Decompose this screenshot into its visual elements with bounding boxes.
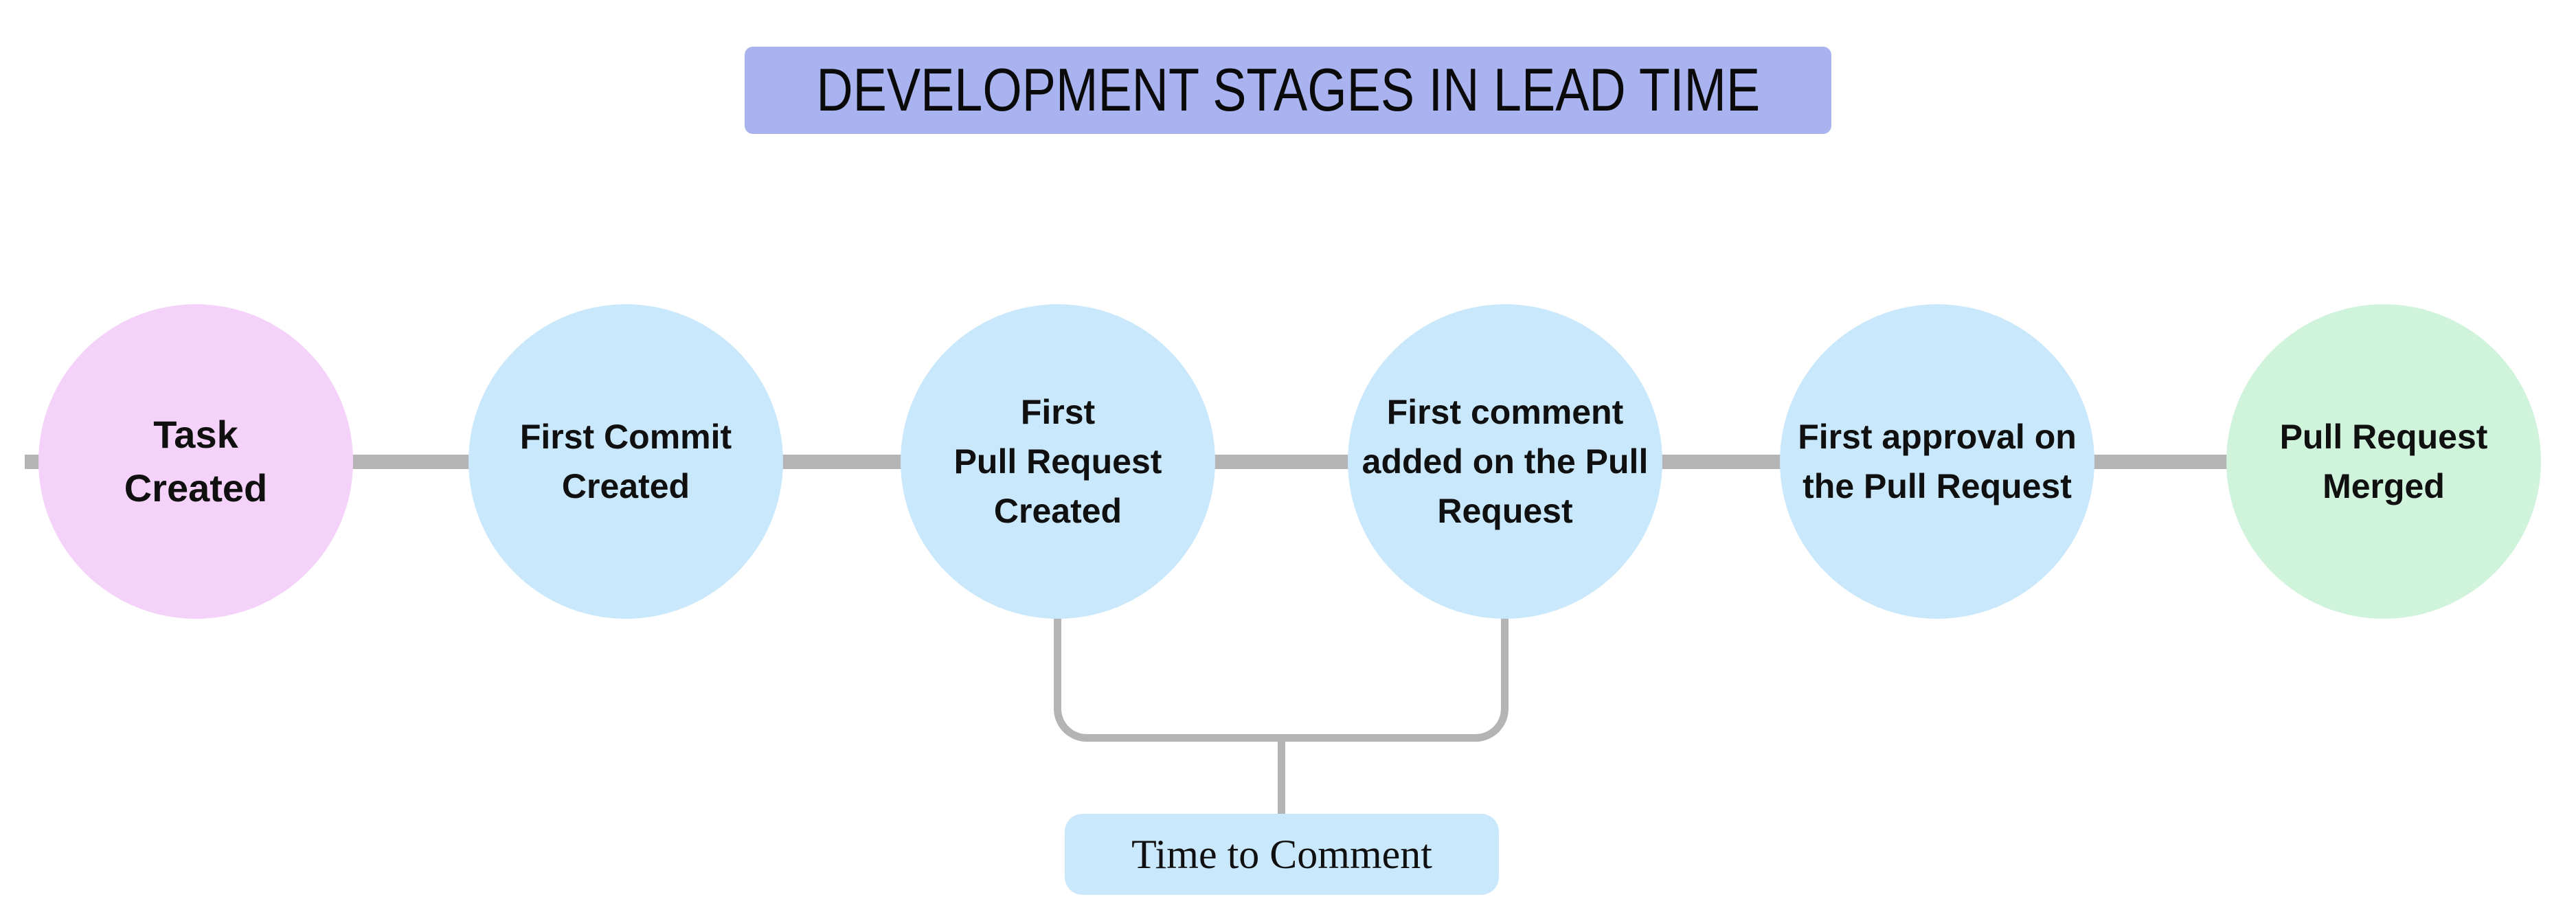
stage-label-first-approval: First approval on the Pull Request	[1798, 418, 2077, 505]
time-to-comment-bracket	[1054, 597, 1509, 742]
time-to-comment-bracket-stem	[1278, 742, 1285, 817]
stage-label-pull-request-merged: Pull Request Merged	[2279, 418, 2488, 505]
stage-label-first-pull-request: First Pull Request Created	[953, 393, 1162, 530]
stage-circle-first-pull-request: First Pull Request Created	[901, 304, 1215, 619]
stage-circle-first-comment: First comment added on the Pull Request	[1348, 304, 1662, 619]
stage-circle-pull-request-merged: Pull Request Merged	[2226, 304, 2541, 619]
page-title: DEVELOPMENT STAGES IN LEAD TIME	[816, 56, 1760, 124]
stage-label-task-created: Task Created	[124, 413, 268, 510]
time-to-comment-label: Time to Comment	[1131, 831, 1432, 877]
stage-label-first-comment: First comment added on the Pull Request	[1362, 393, 1649, 530]
stage-label-first-commit: First Commit Created	[519, 418, 732, 505]
stage-circle-task-created: Task Created	[38, 304, 353, 619]
time-to-comment-tag: Time to Comment	[1065, 814, 1499, 895]
stage-circle-first-commit: First Commit Created	[468, 304, 783, 619]
stage-circle-first-approval: First approval on the Pull Request	[1780, 304, 2094, 619]
title-banner: DEVELOPMENT STAGES IN LEAD TIME	[745, 47, 1831, 134]
